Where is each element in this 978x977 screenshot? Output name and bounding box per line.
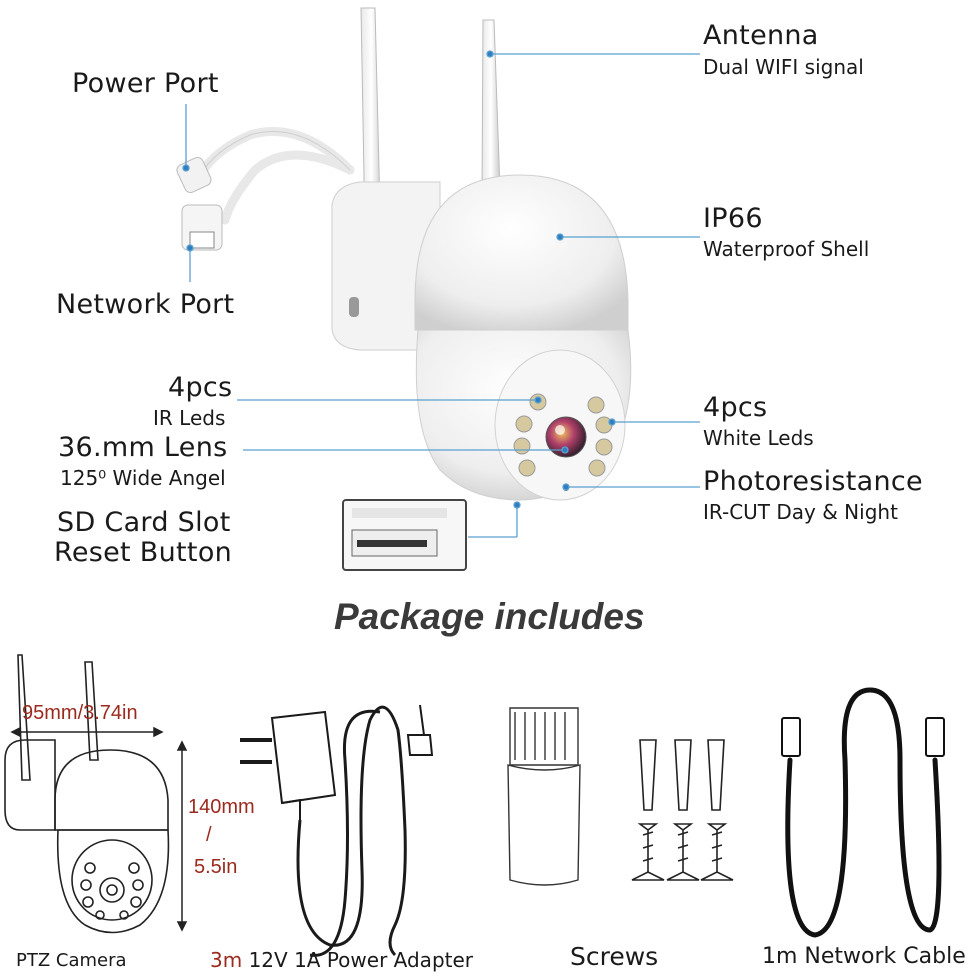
photoresistance-subtitle: IR-CUT Day & Night	[703, 500, 898, 524]
antenna-right	[481, 19, 501, 191]
dimension-arrows	[10, 726, 188, 932]
leader-lines	[182, 50, 700, 538]
camera-caption: PTZ Camera	[16, 950, 127, 971]
white-leds-subtitle: White Leds	[703, 426, 814, 450]
lens-subtitle: 125⁰ Wide Angel	[60, 466, 226, 490]
screws-drawing	[631, 739, 734, 881]
network-cable-caption: 1m Network Cable	[762, 944, 966, 969]
camera-drawing	[4, 654, 170, 934]
antenna-subtitle: Dual WIFI signal	[703, 55, 864, 79]
power-cable	[195, 127, 355, 225]
screws-bag-drawing	[507, 707, 581, 886]
camera-height-separator: /	[206, 824, 212, 846]
rj45-plugs	[781, 717, 945, 757]
ip66-subtitle: Waterproof Shell	[703, 237, 870, 261]
lens-title: 36.mm Lens	[58, 432, 228, 463]
package-title: Package includes	[334, 596, 645, 637]
camera-height-mm: 140mm	[188, 796, 255, 818]
white-leds-title: 4pcs	[703, 392, 768, 423]
reset-button-title: Reset Button	[54, 537, 233, 568]
ir-leds-subtitle: IR Leds	[153, 406, 226, 430]
ir-leds-title: 4pcs	[168, 372, 233, 403]
screws-caption: Screws	[570, 942, 659, 971]
network-cable-drawing	[785, 687, 942, 938]
ip66-title: IP66	[703, 203, 763, 234]
sd-card-title: SD Card Slot	[57, 507, 231, 538]
camera-dome	[414, 174, 632, 501]
sd-card-inset	[342, 499, 467, 571]
adapter-caption: 3m 12V 1A Power Adapter	[210, 948, 473, 972]
photoresistance-title: Photoresistance	[703, 466, 923, 497]
adapter-caption-text: 12V 1A Power Adapter	[248, 948, 474, 972]
camera-width-dimension: 95mm/3.74in	[22, 702, 138, 724]
camera-height-in: 5.5in	[194, 856, 238, 878]
network-port-title: Network Port	[56, 289, 235, 320]
antenna-title: Antenna	[703, 20, 819, 51]
adapter-caption-length: 3m	[210, 948, 243, 972]
power-adapter-drawing	[240, 704, 434, 957]
power-port-title: Power Port	[72, 68, 219, 99]
